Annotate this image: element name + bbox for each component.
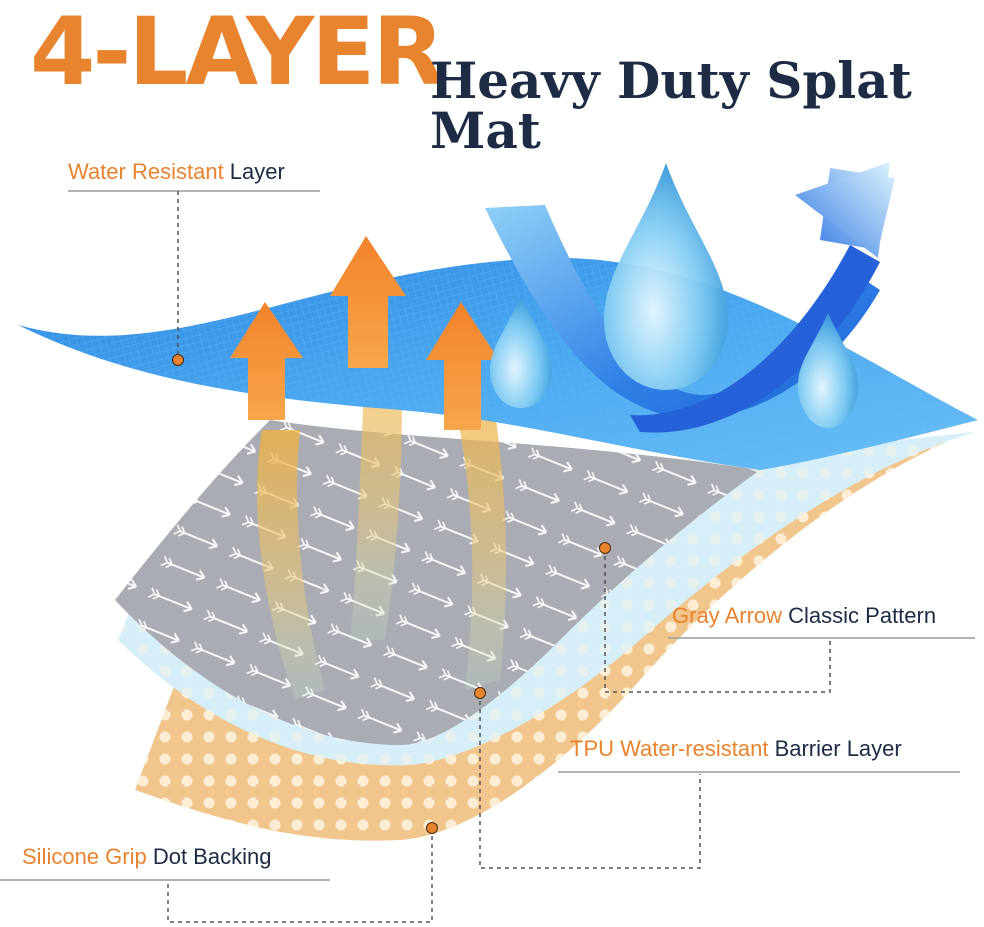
label-highlight: Silicone Grip: [22, 844, 147, 869]
label-water-resistant-layer: Water Resistant Layer: [68, 161, 285, 183]
title-highlight: 4-LAYER: [30, 0, 445, 107]
label-rest: Classic Pattern: [782, 603, 937, 628]
label-highlight: Water Resistant: [68, 159, 224, 184]
label-rest: Dot Backing: [146, 844, 272, 869]
label-gray-arrow-layer: Gray Arrow Classic Pattern: [672, 605, 936, 627]
label-rest: Barrier Layer: [768, 736, 902, 761]
label-tpu-barrier-layer: TPU Water-resistant Barrier Layer: [570, 738, 902, 760]
label-rest: Layer: [223, 159, 285, 184]
callout-dots: [172, 354, 611, 834]
title-rest: Heavy Duty Splat Mat: [430, 51, 912, 160]
label-highlight: TPU Water-resistant: [570, 736, 769, 761]
leader-lines: [0, 190, 975, 923]
label-highlight: Gray Arrow: [672, 603, 783, 628]
airflow-arrow-icon: [485, 162, 895, 433]
water-drop-icon: [490, 163, 858, 428]
label-silicone-grip-layer: Silicone Grip Dot Backing: [22, 846, 271, 868]
heat-arrow-icon: [230, 236, 499, 430]
